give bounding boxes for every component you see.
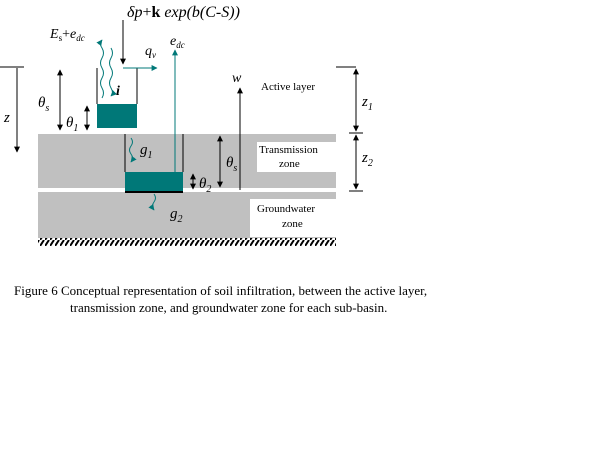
bedrock-hatch	[38, 238, 336, 246]
z-label: z	[3, 110, 10, 126]
active-layer-label: Active layer	[261, 81, 315, 93]
transmission-zone-label-1: Transmission	[259, 144, 318, 156]
theta-1-label: θ1	[66, 115, 78, 134]
precipitation-formula: δp+k exp(b(C-S))	[127, 4, 240, 21]
g1-label: g1	[140, 142, 153, 161]
caption-line-2: transmission zone, and groundwater zone …	[70, 300, 388, 315]
z1-label: z1	[361, 94, 373, 113]
groundwater-zone-label-1: Groundwater	[257, 203, 315, 215]
infiltration-wavy-arrow	[109, 47, 117, 97]
w-label: w	[232, 71, 242, 86]
edc-label: edc	[170, 34, 185, 50]
theta-s-left-label: θs	[38, 95, 49, 114]
figure-caption: Figure 6 Conceptual representation of so…	[14, 282, 594, 316]
transmission-label-box	[257, 142, 336, 172]
transmission-store-water	[125, 172, 183, 191]
g2-wavy-arrow	[148, 193, 156, 211]
z2-label: z2	[361, 150, 373, 169]
groundwater-label-box	[250, 199, 336, 237]
infiltration-label: i	[116, 84, 120, 99]
theta-2-label: θ2	[199, 176, 211, 195]
transmission-zone-label-2: zone	[279, 158, 300, 170]
theta-s-right-label: θs	[226, 155, 237, 174]
caption-line-1: Figure 6 Conceptual representation of so…	[14, 283, 428, 298]
groundwater-zone-label-2: zone	[282, 218, 303, 230]
qv-label: qv	[145, 44, 156, 60]
active-store-water	[97, 104, 137, 128]
es-edc-label: Es+edc	[49, 27, 85, 43]
g2-label: g2	[170, 206, 183, 225]
evaporation-wavy-arrow	[96, 39, 104, 99]
g1-wavy-arrow	[129, 137, 137, 163]
